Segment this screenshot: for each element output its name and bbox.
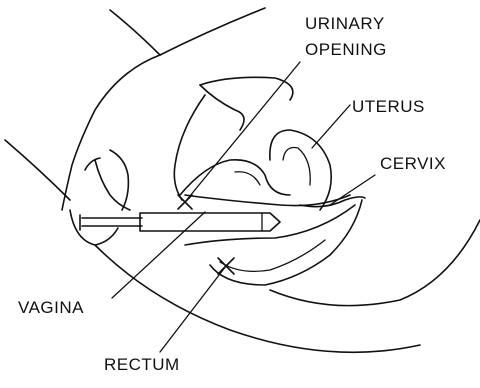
finger-curl	[110, 150, 128, 210]
body-outline-upper	[110, 10, 160, 55]
rectum-inner	[220, 240, 325, 271]
label-vagina: VAGINA	[18, 298, 84, 318]
leader-uterus	[312, 105, 350, 148]
hand-outline	[62, 55, 160, 210]
applicator-body	[140, 213, 280, 231]
body-outline-upper-right	[160, 8, 265, 55]
uterus-outer	[270, 130, 331, 210]
applicator-plunger	[80, 215, 142, 230]
leader-vagina	[112, 212, 205, 298]
label-urinary-opening-line1: URINARY	[305, 14, 385, 34]
label-uterus: UTERUS	[352, 97, 425, 117]
leader-cervix	[330, 175, 375, 205]
thumb	[70, 210, 118, 245]
thigh-lower	[95, 245, 420, 352]
uterus-inner	[283, 148, 310, 186]
leader-urinary-opening	[185, 62, 300, 202]
thigh-left	[5, 140, 70, 200]
leader-rectum	[160, 266, 226, 352]
label-rectum: RECTUM	[104, 355, 180, 375]
label-urinary-opening-line2: OPENING	[305, 40, 387, 60]
hand-finger-top	[200, 85, 244, 130]
bladder	[180, 160, 290, 195]
vaginal-canal-lower	[185, 205, 355, 245]
label-cervix: CERVIX	[380, 154, 446, 174]
bladder-inner	[235, 172, 260, 185]
